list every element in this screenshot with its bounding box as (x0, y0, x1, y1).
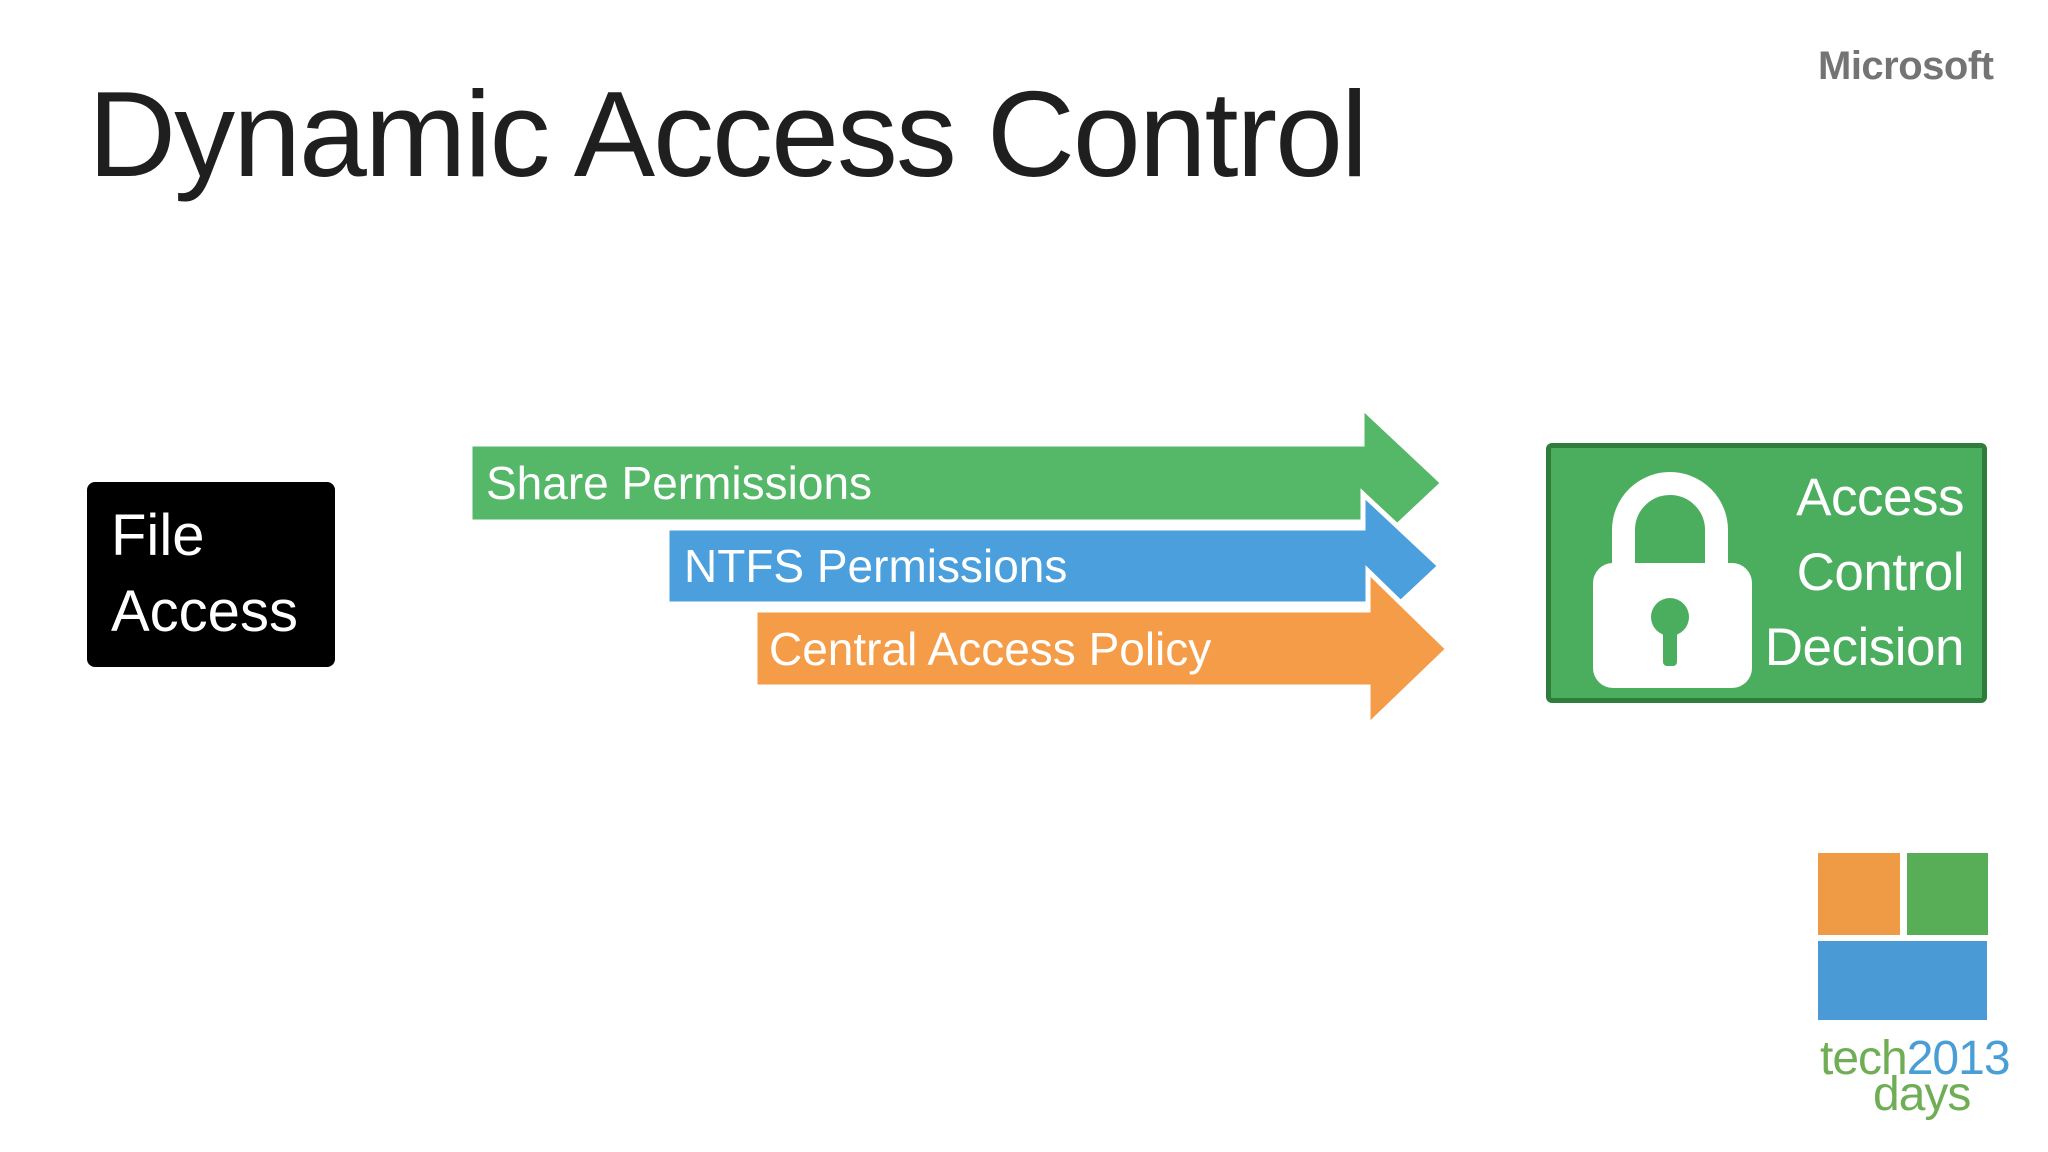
file-access-line1: File (111, 503, 205, 568)
microsoft-logo: Microsoft (1818, 44, 1994, 88)
decision-line2: Control (1796, 543, 1965, 602)
decision-line3: Decision (1764, 618, 1965, 677)
central-access-policy-label: Central Access Policy (769, 622, 1212, 675)
techdays-year: 2013 (1906, 1032, 2011, 1085)
access-control-decision-box: Access Control Decision (1546, 443, 1987, 703)
central-access-policy-arrow (752, 565, 1452, 732)
lock-icon (1593, 472, 1752, 688)
file-access-line2: Access (111, 579, 298, 644)
share-permissions-arrow (467, 401, 1447, 565)
decision-line1: Access (1796, 468, 1964, 527)
page-title: Dynamic Access Control (88, 66, 1368, 202)
techdays-tech: tech (1820, 1032, 1908, 1085)
ntfs-permissions-label: NTFS Permissions (684, 540, 1068, 592)
decision-text: Access Control Decision (1764, 460, 1965, 685)
file-access-box: File Access (87, 482, 335, 667)
techdays-squares-icon (1818, 853, 1988, 1020)
techdays-days: days (1873, 1068, 1971, 1121)
share-permissions-label: Share Permissions (486, 457, 873, 509)
techdays-line1: tech2013 (1820, 1032, 2011, 1085)
techdays-logo: tech2013 days (1818, 853, 2018, 1119)
